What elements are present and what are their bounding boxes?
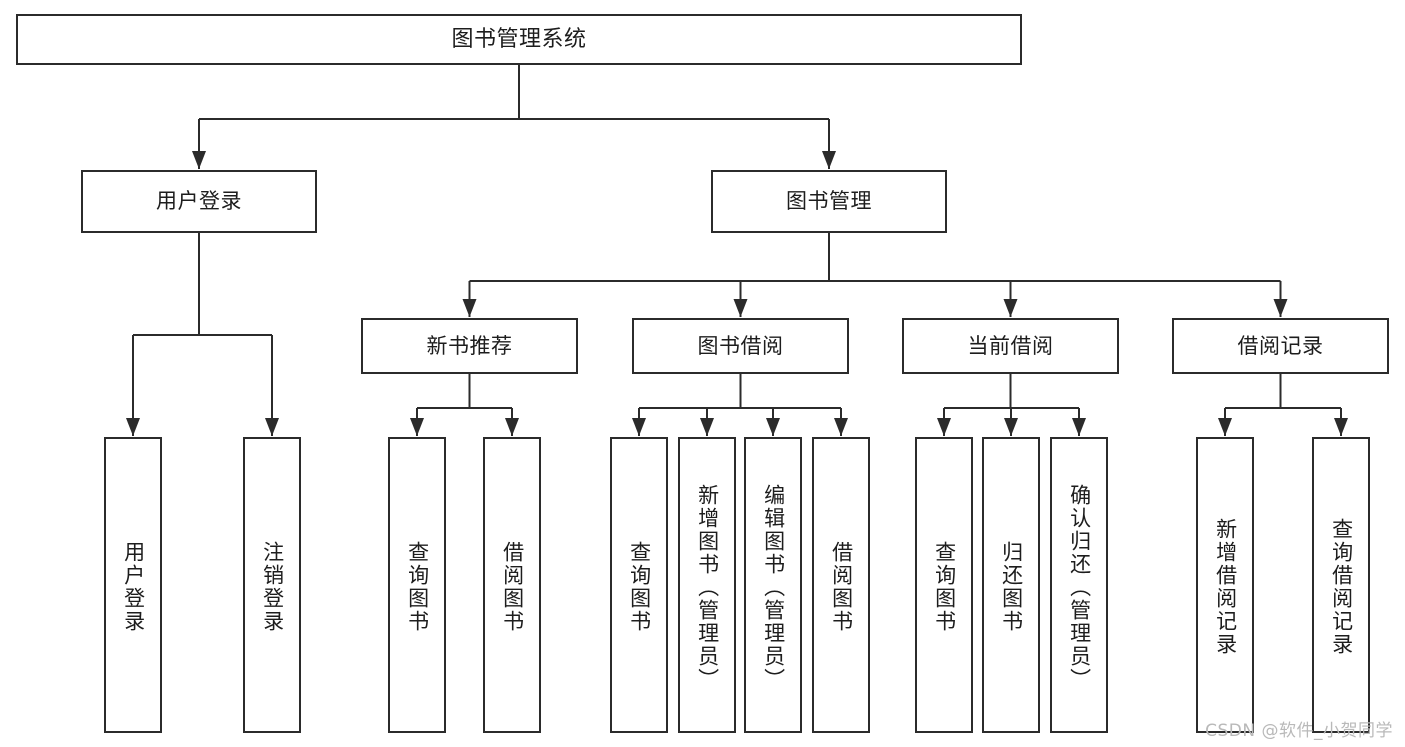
- connector-arrowhead: [265, 418, 279, 436]
- node-label-nbr-query-book: 查询图书: [405, 541, 430, 633]
- node-label-cb-return-book: 归还图书: [999, 541, 1024, 633]
- node-label-root: 图书管理系统: [451, 26, 587, 52]
- node-root[interactable]: 图书管理系统: [16, 14, 1022, 65]
- connector-arrowhead: [733, 299, 748, 317]
- node-label-cb-confirm-return: 确认归还（管理员）: [1067, 483, 1092, 691]
- node-label-user-login: 用户登录: [156, 189, 242, 214]
- connector-arrowhead: [822, 151, 836, 169]
- connector-arrowhead: [834, 418, 848, 436]
- node-cb-return-book[interactable]: 归还图书: [982, 437, 1040, 733]
- connector-arrowhead: [505, 418, 519, 436]
- node-bb-query-book[interactable]: 查询图书: [610, 437, 668, 733]
- connector-arrowhead: [1072, 418, 1086, 436]
- node-br-query-record[interactable]: 查询借阅记录: [1312, 437, 1370, 733]
- node-label-new-book-recommend: 新书推荐: [426, 333, 513, 358]
- connector-arrowhead: [126, 418, 140, 436]
- node-user-login-do[interactable]: 用户登录: [104, 437, 162, 733]
- connector-arrowhead: [1334, 418, 1348, 436]
- node-bb-edit-book[interactable]: 编辑图书（管理员）: [744, 437, 802, 733]
- node-label-bb-query-book: 查询图书: [627, 541, 652, 633]
- node-current-borrow[interactable]: 当前借阅: [902, 318, 1119, 374]
- node-label-bb-edit-book: 编辑图书（管理员）: [761, 483, 786, 691]
- node-label-cb-query-book: 查询图书: [932, 541, 957, 633]
- node-label-borrow-record: 借阅记录: [1237, 333, 1324, 358]
- node-book-borrow[interactable]: 图书借阅: [632, 318, 849, 374]
- connector-arrowhead: [1003, 299, 1018, 317]
- connector-arrowhead: [1004, 418, 1018, 436]
- node-nbr-borrow-book[interactable]: 借阅图书: [483, 437, 541, 733]
- node-user-login[interactable]: 用户登录: [81, 170, 317, 233]
- node-borrow-record[interactable]: 借阅记录: [1172, 318, 1389, 374]
- node-new-book-recommend[interactable]: 新书推荐: [361, 318, 578, 374]
- node-bb-add-book[interactable]: 新增图书（管理员）: [678, 437, 736, 733]
- node-label-br-add-record: 新增借阅记录: [1213, 518, 1238, 656]
- node-label-user-login-do: 用户登录: [121, 541, 146, 633]
- connector-arrowhead: [192, 151, 206, 169]
- connector-arrowhead: [766, 418, 780, 436]
- node-br-add-record[interactable]: 新增借阅记录: [1196, 437, 1254, 733]
- node-label-bb-borrow-book: 借阅图书: [829, 541, 854, 633]
- node-cb-confirm-return[interactable]: 确认归还（管理员）: [1050, 437, 1108, 733]
- connector-arrowhead: [1218, 418, 1232, 436]
- node-book-manage[interactable]: 图书管理: [711, 170, 947, 233]
- connector-arrowhead: [700, 418, 714, 436]
- node-label-book-manage: 图书管理: [786, 189, 872, 214]
- connector-arrowhead: [462, 299, 477, 317]
- node-cb-query-book[interactable]: 查询图书: [915, 437, 973, 733]
- node-label-current-borrow: 当前借阅: [967, 333, 1054, 358]
- connector-arrowhead: [632, 418, 646, 436]
- node-label-br-query-record: 查询借阅记录: [1329, 518, 1354, 656]
- node-label-nbr-borrow-book: 借阅图书: [500, 541, 525, 633]
- connector-arrowhead: [937, 418, 951, 436]
- node-label-user-logout: 注销登录: [260, 541, 285, 633]
- node-label-book-borrow: 图书借阅: [697, 333, 784, 358]
- node-bb-borrow-book[interactable]: 借阅图书: [812, 437, 870, 733]
- node-label-bb-add-book: 新增图书（管理员）: [695, 483, 720, 691]
- connector-arrowhead: [410, 418, 424, 436]
- node-user-logout[interactable]: 注销登录: [243, 437, 301, 733]
- node-nbr-query-book[interactable]: 查询图书: [388, 437, 446, 733]
- connector-arrowhead: [1273, 299, 1288, 317]
